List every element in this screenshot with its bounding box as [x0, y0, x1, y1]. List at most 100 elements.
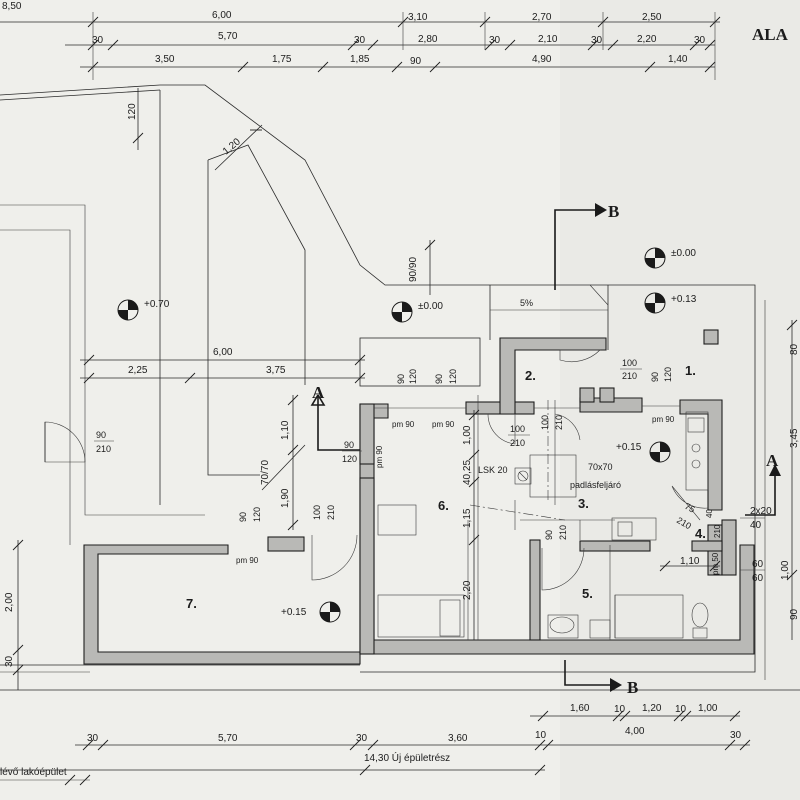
dim-2-20: 2,20: [462, 580, 473, 600]
dim-40-25: 40,25: [462, 460, 473, 485]
window-4-top: 90: [344, 440, 354, 450]
dim-row1-0: 30: [92, 35, 104, 46]
sheet-title: ALA: [752, 25, 789, 44]
section-a-left: A: [312, 383, 325, 402]
bottom-r2-5: 4,00: [625, 726, 645, 737]
pm50: pm 50: [711, 552, 720, 575]
dim-6-00: 6,00: [213, 347, 233, 358]
window-4-bot: 120: [342, 454, 357, 464]
room-4-label: 4.: [695, 526, 706, 541]
door-b-top: 100: [510, 424, 525, 434]
section-b-top: B: [608, 202, 619, 221]
slope-label: 5%: [520, 298, 533, 308]
level-015-a: +0.15: [616, 442, 642, 453]
pm90-b: pm 90: [432, 420, 455, 429]
dim-row0-0: 8,50: [2, 1, 22, 12]
window-2-bot: 120: [448, 369, 458, 384]
dim-row0-4: 2,50: [642, 12, 662, 23]
dim-1-00: 1,00: [462, 425, 473, 445]
bottom-r2-2: 30: [356, 733, 368, 744]
dim-row2-2: 1,85: [350, 54, 370, 65]
right-60a: 60: [752, 559, 764, 570]
dim-row1-6: 30: [591, 35, 603, 46]
section-a-right: A: [766, 451, 779, 470]
window-1-top: 90: [396, 374, 406, 384]
right-80: 80: [789, 343, 800, 355]
bottom-r1-0: 1,60: [570, 703, 590, 714]
level-marker-symbol: [644, 292, 666, 314]
dim-row1-1: 5,70: [218, 31, 238, 42]
dim-row2-0: 3,50: [155, 54, 175, 65]
door-d-top: 100: [312, 505, 322, 520]
dim-90-90: 90/90: [408, 257, 419, 282]
door-left-bot: 210: [96, 444, 111, 454]
opening-fractions: 100 210 90 120 90 120 90 120 100 210 100…: [94, 358, 722, 540]
attic-size-label: 70x70: [588, 462, 613, 472]
pm90-e: pm 90: [652, 415, 675, 424]
room-1-label: 1.: [685, 363, 696, 378]
right-2x20: 2x20: [750, 506, 772, 517]
dim-70-70: 70/70: [260, 460, 271, 485]
attic-label: padlásfeljáró: [570, 480, 621, 490]
door-left-top: 90: [96, 430, 106, 440]
room-2-label: 2.: [525, 368, 536, 383]
dim-1-10: 1,10: [280, 420, 291, 440]
pm90-a: pm 90: [392, 420, 415, 429]
right-40: 40: [750, 520, 762, 531]
door-swings: [311, 349, 709, 591]
right-dimensions: 80 3,45 1,00 90 2x20 40 60 60: [740, 319, 800, 640]
door-e-bot: 210: [558, 525, 568, 540]
window-3-top: 90: [238, 512, 248, 522]
level-marker-symbol: [319, 601, 341, 623]
level-015-b: +0.15: [281, 607, 307, 618]
bottom-r1-3: 10: [675, 704, 687, 715]
window-1-bot: 120: [408, 369, 418, 384]
level-markers: [117, 247, 671, 623]
dim-2-25: 2,25: [128, 365, 148, 376]
dim-row2-1: 1,75: [272, 54, 292, 65]
interior-details: [374, 395, 709, 640]
room-6-label: 6.: [438, 498, 449, 513]
dim-row0-1: 6,00: [212, 10, 232, 21]
bottom-r1-1: 10: [614, 704, 626, 715]
right-1-00: 1,00: [780, 560, 791, 580]
level-marker-symbol: [391, 301, 413, 323]
door-e-top: 90: [544, 530, 554, 540]
dim-120-top: 120: [127, 103, 138, 120]
dim-row1-2: 30: [354, 35, 366, 46]
dim-row2-3: 90: [410, 56, 422, 67]
bottom-existing: lévő lakóépület: [0, 767, 67, 778]
window-3-bot: 120: [252, 507, 262, 522]
level-marker-symbol: [117, 299, 139, 321]
dim-row1-4: 30: [489, 35, 501, 46]
dim-30-left: 30: [4, 655, 15, 667]
dim-3-75: 3,75: [266, 365, 286, 376]
level-013: +0.13: [671, 294, 697, 305]
opening-90-a-top: 90: [650, 372, 660, 382]
chimney-label: LSK 20: [478, 465, 508, 475]
door-b-bot: 210: [510, 438, 525, 448]
walls: [83, 329, 755, 665]
dim-row1-7: 2,20: [637, 34, 657, 45]
dim-row1-3: 2,80: [418, 34, 438, 45]
bottom-total: 14,30 Új épületrész: [364, 751, 450, 764]
opening-100-a-top: 100: [622, 358, 637, 368]
right-3-45: 3,45: [789, 428, 800, 448]
bottom-r2-4: 10: [535, 730, 547, 741]
door-c-bot: 210: [554, 415, 564, 430]
right-90: 90: [789, 608, 800, 620]
dim-row0-3: 2,70: [532, 12, 552, 23]
dim-1-15: 1,15: [462, 508, 473, 528]
bottom-dimension-chains: 1,60 10 1,20 10 1,00 30 5,70 30 3,60 10 …: [0, 703, 751, 786]
level-marker-symbol: [644, 247, 666, 269]
bottom-r1-2: 1,20: [642, 703, 662, 714]
pm90-c: pm 90: [375, 445, 384, 468]
door-75-top: 75: [683, 501, 697, 515]
window-2-top: 90: [434, 374, 444, 384]
level-000-a: ±0.00: [418, 301, 443, 312]
room-3-label: 3.: [578, 496, 589, 511]
level-000-b: ±0.00: [671, 248, 696, 259]
bottom-r2-1: 5,70: [218, 733, 238, 744]
bottom-r2-3: 3,60: [448, 733, 468, 744]
